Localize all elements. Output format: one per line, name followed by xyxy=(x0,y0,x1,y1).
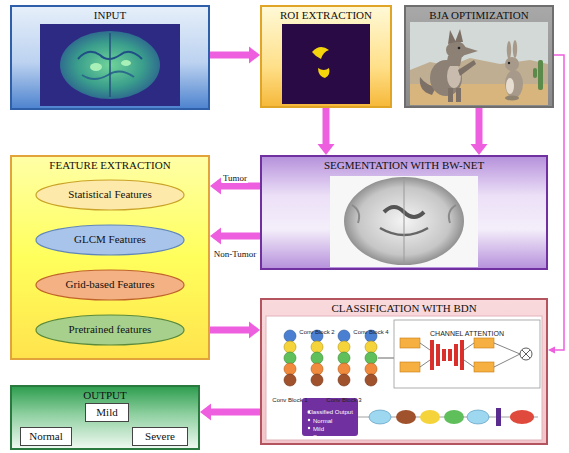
label-holder: Non-Tumor xyxy=(213,243,258,261)
arrow-head xyxy=(548,347,555,354)
arrow-head xyxy=(210,228,221,245)
ellipse-shape xyxy=(36,315,184,345)
ellipse-shape xyxy=(36,180,184,210)
module-title: CHANNEL ATTENTION xyxy=(430,330,504,338)
flow-arrow xyxy=(471,108,488,155)
class-box: Normal xyxy=(20,427,72,446)
segmented-brain xyxy=(330,176,478,267)
ellipse-shape xyxy=(36,270,184,300)
label-holder: Conv Block 4 xyxy=(353,320,388,338)
class-box: Mild xyxy=(85,403,129,422)
arrow-line xyxy=(210,327,250,334)
feature-panel: FEATURE EXTRACTION Statistical FeaturesGL… xyxy=(10,155,210,360)
arrow-head xyxy=(249,322,260,339)
feature-ellipse: Statistical Features xyxy=(35,179,185,211)
arrow-head xyxy=(471,144,488,155)
flow-arrow xyxy=(200,404,260,421)
arrow-line xyxy=(554,55,564,350)
feature-ellipse: GLCM Features xyxy=(35,224,185,256)
output-title: Classified Output xyxy=(307,409,353,416)
output-item: Severe xyxy=(313,434,332,441)
class-label: Severe xyxy=(145,430,175,443)
block-label: Conv Block 2 xyxy=(299,329,334,336)
panel-title: BJA OPTIMIZATION xyxy=(429,9,528,22)
output-panel: OUTPUT MildNormal Severe xyxy=(10,385,200,450)
flow-arrow xyxy=(210,322,260,339)
flow-arrow xyxy=(210,228,260,245)
block-label: Conv Block 1 xyxy=(272,397,307,404)
network-picture xyxy=(266,316,542,440)
arrow-line xyxy=(476,108,483,145)
panel-title: FEATURE EXTRACTION xyxy=(49,159,170,172)
panel-title: CLASSIFICATION WITH BDN xyxy=(331,302,476,315)
class-label: Normal xyxy=(29,430,63,443)
coyote-rabbit-picture xyxy=(410,22,548,105)
mri-scan xyxy=(40,24,180,106)
output-item: Normal xyxy=(313,418,332,425)
arrow-line xyxy=(210,409,260,416)
arrow-head xyxy=(210,178,221,195)
label-holder: Conv Block 1 xyxy=(272,388,307,406)
arrow-head xyxy=(249,47,260,64)
arrow-line xyxy=(220,233,260,240)
roi-mask xyxy=(282,24,370,104)
ellipse-shape xyxy=(36,225,184,255)
flow-arrow xyxy=(318,108,335,155)
feature-label: GLCM Features xyxy=(74,233,146,246)
block-label: Conv Block 3 xyxy=(326,397,361,404)
label-holder: Classified Output xyxy=(307,400,353,418)
arrow-head xyxy=(318,144,335,155)
block-label: Conv Block 4 xyxy=(353,329,388,336)
label-holder: Conv Block 3 xyxy=(326,388,361,406)
arrow-line xyxy=(210,52,250,59)
feature-label: Statistical Features xyxy=(68,188,151,201)
edge-label: Non-Tumor xyxy=(213,249,258,259)
output-item: Mild xyxy=(313,426,324,433)
panel-title: OUTPUT xyxy=(83,389,126,402)
flow-arrow xyxy=(210,47,260,64)
class-label: Mild xyxy=(96,406,117,419)
arrow-line xyxy=(323,108,330,145)
label-holder: Normal xyxy=(313,409,332,427)
arrow-line xyxy=(220,183,260,190)
panel-title: INPUT xyxy=(94,9,126,22)
arrow-head xyxy=(200,404,211,421)
feature-ellipse: Pretrained features xyxy=(35,314,185,346)
feature-label: Pretrained features xyxy=(69,323,152,336)
label-holder: Tumor xyxy=(222,167,248,185)
panel-title: ROI EXTRACTION xyxy=(280,9,372,22)
label-holder: CHANNEL ATTENTION xyxy=(430,322,504,340)
feature-label: Grid-based Features xyxy=(66,278,155,291)
label-holder: Conv Block 2 xyxy=(299,320,334,338)
class-box: Severe xyxy=(132,427,188,446)
edge-label: Tumor xyxy=(222,173,248,183)
feature-ellipse: Grid-based Features xyxy=(35,269,185,301)
panel-title: SEGMENTATION WITH BW-NET xyxy=(324,159,484,172)
